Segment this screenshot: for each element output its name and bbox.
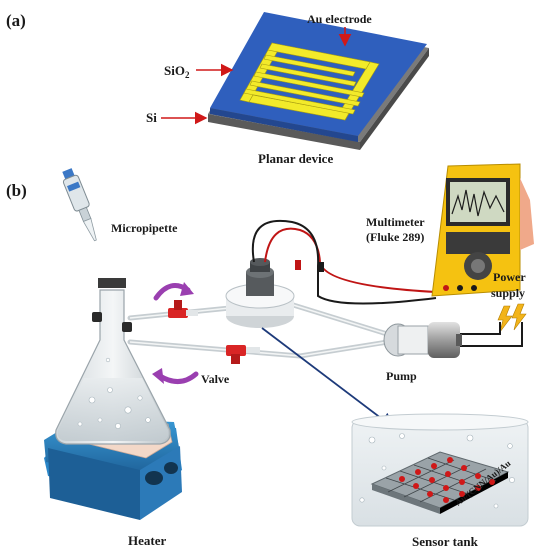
- power-supply-label-2: supply: [491, 286, 525, 300]
- valve-upper-icon: [168, 300, 198, 318]
- power-wire-1: [458, 322, 501, 335]
- flow-arrow-bottom: [157, 371, 199, 384]
- au-electrode-label: Au electrode: [307, 12, 372, 26]
- sensor-tank-label: Sensor tank: [412, 534, 479, 549]
- au-electrode: [239, 42, 380, 121]
- lightning-icon: [497, 303, 527, 333]
- pump-label: Pump: [386, 369, 417, 383]
- sensor-cell-icon: [225, 258, 295, 328]
- zoom-pointer: [261, 327, 396, 430]
- si-side-front: [208, 114, 360, 150]
- flask-bubbles: [77, 357, 151, 429]
- planar-device-caption: Planar device: [258, 151, 333, 166]
- black-wire: [251, 219, 437, 305]
- multimeter-icon: [431, 163, 534, 297]
- sio2-side: [210, 108, 358, 142]
- panel-a-tag: (a): [6, 11, 26, 30]
- flask-icon: [55, 278, 171, 445]
- micropipette-icon: [62, 168, 97, 242]
- sensor-tank-icon: [351, 413, 529, 527]
- si-label: Si: [146, 110, 157, 125]
- valve-lower-icon: [226, 345, 260, 364]
- multimeter-label: Multimeter: [366, 215, 425, 229]
- sio2-label: SiO2: [164, 63, 190, 80]
- micropipette-label: Micropipette: [111, 221, 178, 235]
- panel-b-tag: (b): [6, 181, 27, 200]
- power-wire-2: [458, 322, 523, 347]
- si-side-right: [360, 48, 429, 150]
- planar-device: [208, 12, 429, 150]
- valve-label: Valve: [201, 372, 230, 386]
- power-supply-label-1: Power: [493, 270, 526, 284]
- au-nanoparticles: [399, 457, 495, 503]
- pump-icon: [383, 322, 462, 358]
- heater-label: Heater: [128, 533, 166, 548]
- multimeter-model-label: (Fluke 289): [366, 230, 424, 244]
